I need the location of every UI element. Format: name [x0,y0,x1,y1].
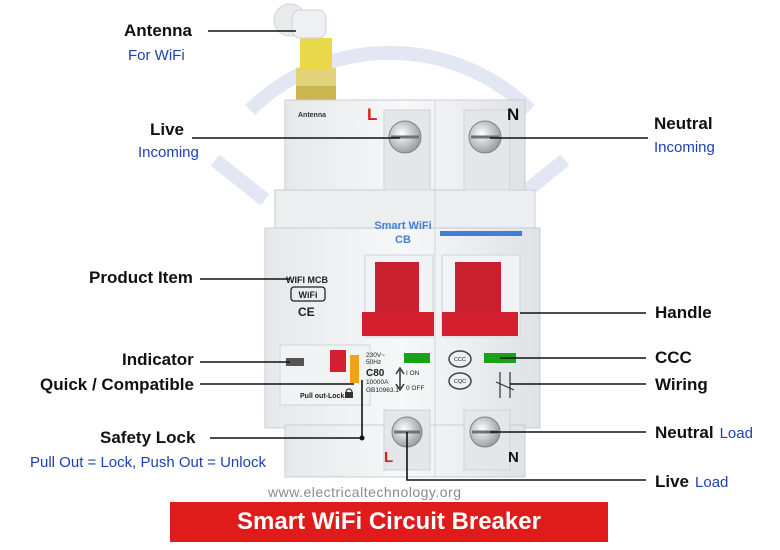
pull-lock-text: Pull out-Lock [300,393,344,400]
label-antenna: Antenna [124,21,192,40]
title-banner: Smart WiFi Circuit Breaker [170,502,608,542]
on-off-arrow-icon [395,366,405,392]
label-ccc: CCC [655,348,692,367]
leader-lines [192,30,648,481]
brand-line-2: CB [395,234,411,246]
ccc-mark-icon [448,350,472,368]
rating-3: C80 [366,368,385,379]
wifi-mcb-text: WIFI MCB [286,275,328,285]
antenna-icon [273,3,336,102]
watermark-url: www.electricaltechnology.org [268,484,462,500]
label-live: Live [150,120,185,139]
label-live-sub: Incoming [138,144,199,161]
label-quick-compatible: Quick / Compatible [40,375,194,394]
ce-mark: CE [298,305,315,319]
label-wiring: Wiring [655,375,708,394]
label-neutral-sub: Incoming [654,139,715,156]
label-neutral: Neutral [654,114,713,133]
label-live-load: Live Load [655,472,728,493]
rating-5: GB10963.1 [366,387,399,394]
terminal-l-bottom: L [384,449,393,466]
wifi-badge-box [290,286,326,302]
lock-icon [345,392,353,398]
brand-line-1: Smart WiFi [374,220,431,232]
label-safety-lock: Safety Lock [100,428,196,447]
label-antenna-sub: For WiFi [128,47,185,64]
label-live-load-sub: Load [695,474,729,491]
label-neutral-load-sub: Load [719,425,753,442]
cqc-mark-icon [448,372,472,390]
red-indicator [330,350,346,372]
terminal-n-top: N [507,105,519,124]
cqc-mark-text: CQC [454,379,466,385]
terminal-l-top: L [367,105,377,124]
handle-switches [362,254,521,338]
orange-lock-tab [350,355,359,383]
label-neutral-load: Neutral Load [655,423,753,444]
label-product-item: Product Item [89,268,193,287]
green-window-left [404,353,430,363]
rating-2: 50Hz [366,359,381,366]
off-label: 0 OFF [406,385,424,392]
ccc-mark-text: CCC [454,357,466,363]
wifi-badge-text: WiFi [299,290,318,300]
rating-4: 10000A [366,379,389,386]
device-antenna-text: Antenna [298,112,326,119]
label-handle: Handle [655,303,712,322]
label-safety-sub: Pull Out = Lock, Push Out = Unlock [30,454,266,471]
terminal-n-bottom: N [508,449,519,466]
on-label: I ON [406,370,420,377]
label-indicator: Indicator [122,350,194,369]
label-live-load-main: Live [655,472,690,491]
rating-1: 230V~ [366,352,385,359]
label-neutral-load-main: Neutral [655,423,714,442]
wiring-diagram-icon [495,372,515,398]
indicator-window [286,358,304,366]
